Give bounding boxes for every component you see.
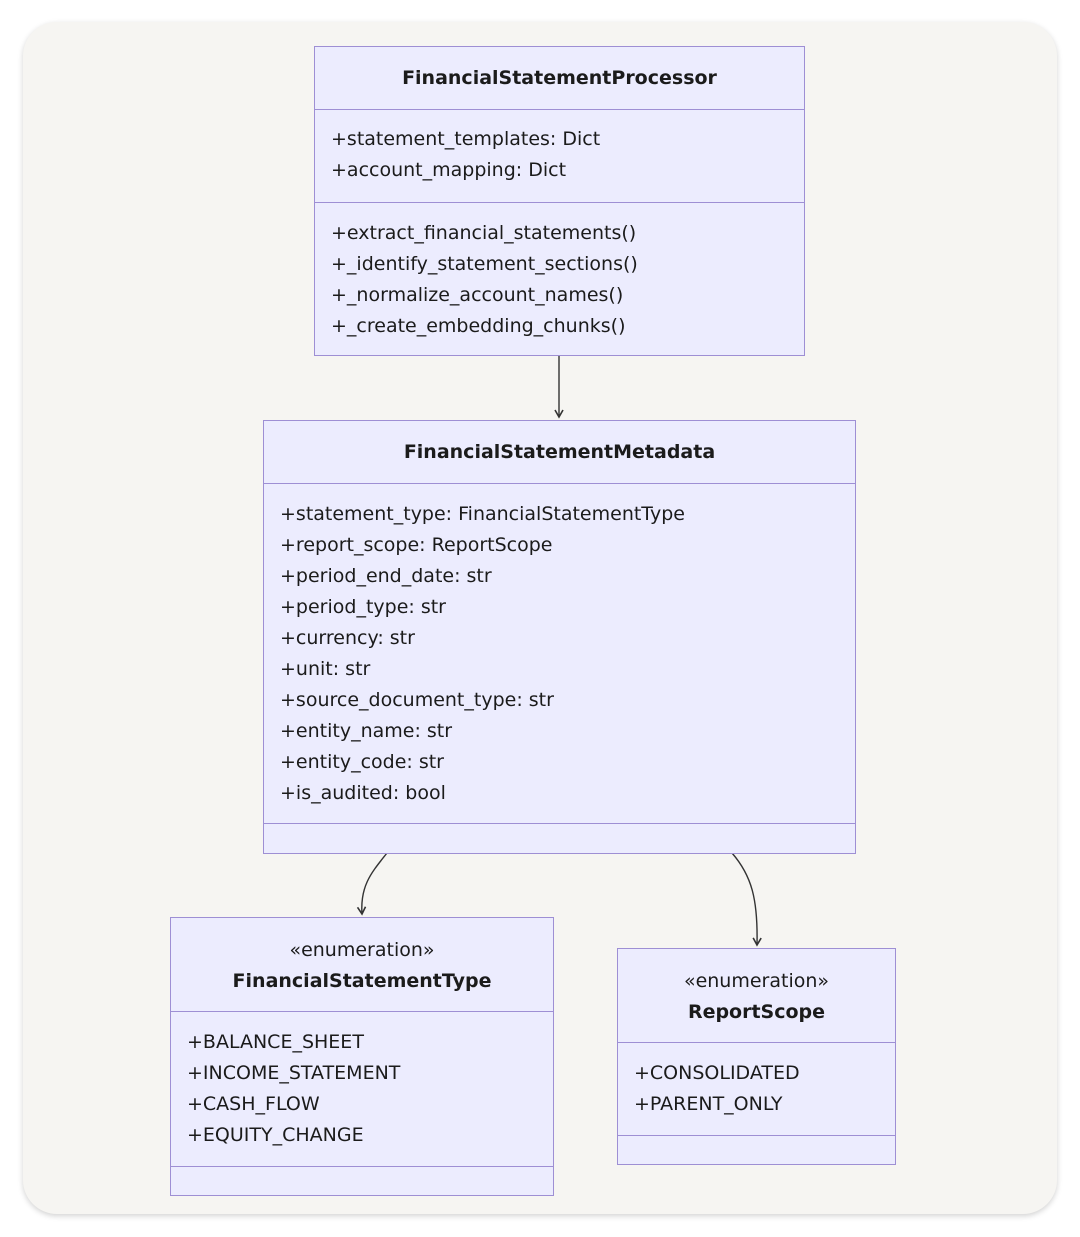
attributes-section: +statement_type: FinancialStatementType … bbox=[264, 483, 855, 823]
methods-section bbox=[171, 1166, 553, 1195]
attribute: +currency: str bbox=[280, 627, 415, 649]
values-section: +CONSOLIDATED +PARENT_ONLY bbox=[618, 1042, 895, 1135]
values-section: +BALANCE_SHEET +INCOME_STATEMENT +CASH_F… bbox=[171, 1011, 553, 1166]
class-header: FinancialStatementProcessor bbox=[315, 47, 804, 109]
attribute: +account_mapping: Dict bbox=[331, 159, 567, 181]
attribute: +entity_name: str bbox=[280, 720, 453, 742]
enum-value: +CONSOLIDATED bbox=[634, 1062, 800, 1084]
enum-value: +INCOME_STATEMENT bbox=[187, 1062, 401, 1084]
class-header: FinancialStatementMetadata bbox=[264, 421, 855, 483]
methods-section bbox=[618, 1135, 895, 1164]
stereotype-label: «enumeration» bbox=[289, 938, 435, 961]
enum-value: +CASH_FLOW bbox=[187, 1093, 320, 1115]
class-title: FinancialStatementMetadata bbox=[403, 440, 716, 463]
methods-section bbox=[264, 823, 855, 852]
attribute: +period_end_date: str bbox=[280, 565, 492, 587]
class-financial-statement-metadata[interactable]: FinancialStatementMetadata +statement_ty… bbox=[263, 420, 856, 854]
class-title: ReportScope bbox=[687, 1000, 826, 1023]
class-header: «enumeration» ReportScope bbox=[618, 949, 895, 1042]
class-header: «enumeration» FinancialStatementType bbox=[171, 918, 553, 1011]
attribute: +statement_templates: Dict bbox=[331, 128, 601, 150]
enum-value: +PARENT_ONLY bbox=[634, 1093, 783, 1115]
method: +extract_financial_statements() bbox=[331, 222, 637, 244]
class-title: FinancialStatementType bbox=[232, 969, 492, 992]
attribute: +source_document_type: str bbox=[280, 689, 554, 711]
method: +_create_embedding_chunks() bbox=[331, 315, 626, 337]
class-financial-statement-processor[interactable]: FinancialStatementProcessor +statement_t… bbox=[314, 46, 805, 356]
enum-value: +BALANCE_SHEET bbox=[187, 1031, 364, 1053]
method: +_normalize_account_names() bbox=[331, 284, 624, 306]
enum-financial-statement-type[interactable]: «enumeration» FinancialStatementType +BA… bbox=[170, 917, 554, 1196]
attribute: +unit: str bbox=[280, 658, 371, 680]
attribute: +is_audited: bool bbox=[280, 782, 446, 804]
enum-value: +EQUITY_CHANGE bbox=[187, 1124, 364, 1146]
attribute: +statement_type: FinancialStatementType bbox=[280, 503, 685, 525]
attributes-section: +statement_templates: Dict +account_mapp… bbox=[315, 109, 804, 202]
attribute: +entity_code: str bbox=[280, 751, 444, 773]
methods-section: +extract_financial_statements() +_identi… bbox=[315, 202, 804, 354]
attribute: +period_type: str bbox=[280, 596, 446, 618]
attribute: +report_scope: ReportScope bbox=[280, 534, 553, 556]
enum-report-scope[interactable]: «enumeration» ReportScope +CONSOLIDATED … bbox=[617, 948, 896, 1165]
class-title: FinancialStatementProcessor bbox=[402, 66, 717, 89]
stereotype-label: «enumeration» bbox=[683, 969, 830, 992]
method: +_identify_statement_sections() bbox=[331, 253, 638, 275]
